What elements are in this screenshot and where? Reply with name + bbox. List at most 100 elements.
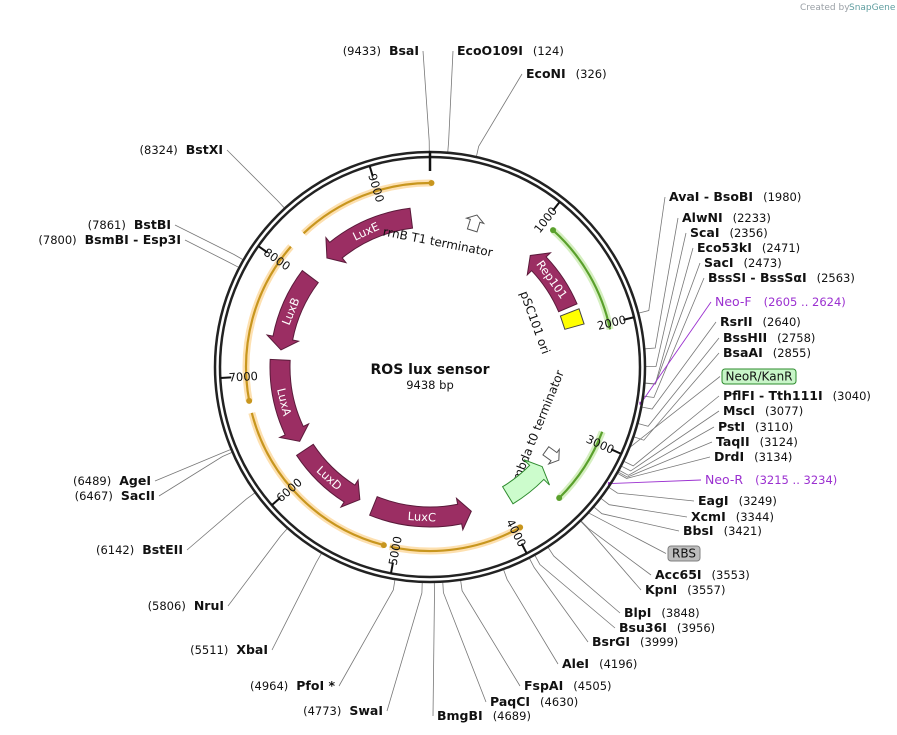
site-label-bsssi[interactable]: BssSI - BssSαI(2563) (708, 270, 855, 285)
site-label-rsrii[interactable]: RsrII(2640) (720, 314, 801, 329)
site-label-eco53ki[interactable]: Eco53kI (2471) (697, 240, 800, 255)
site-label-bmgbi[interactable]: BmgBI(4689) (437, 708, 531, 723)
site-name: SacI (704, 255, 734, 270)
outer-arc-arrow (556, 495, 563, 502)
site-leader (580, 521, 642, 591)
site-label-agei[interactable]: (6489)AgeI (73, 473, 151, 488)
site-label-bstxi[interactable]: (8324)BstXI (140, 142, 223, 157)
site-label-fspai[interactable]: FspAI (4505) (524, 678, 612, 693)
terminator-icon (542, 446, 560, 465)
site-name: DrdI (714, 449, 744, 464)
site-name: XcmI (691, 509, 726, 524)
feature-luxd (295, 443, 361, 509)
outer-arc (250, 412, 385, 547)
site-label-bsai[interactable]: (9433)BsaI (343, 43, 419, 58)
primer-leader (640, 301, 712, 404)
site-label-alei[interactable]: AleI(4196) (562, 656, 637, 671)
site-position: (7800) (38, 233, 76, 247)
site-position: (2471) (762, 241, 800, 255)
site-leader (621, 410, 720, 472)
site-leader (642, 321, 717, 410)
site-label-bsaai[interactable]: BsaAI(2855) (723, 345, 811, 360)
box-leader (587, 511, 667, 554)
site-label-taqii[interactable]: TaqII (3124) (716, 434, 798, 449)
site-label-bsteii[interactable]: (6142)BstEII (96, 542, 183, 557)
site-label-xcmi[interactable]: XcmI(3344) (691, 509, 774, 524)
site-name: BsmBI - Esp3I (85, 232, 181, 247)
outer-arc (244, 245, 292, 402)
site-leader (645, 262, 701, 385)
site-leader (227, 528, 288, 607)
feature-box[interactable] (667, 545, 701, 562)
site-label-paqci[interactable]: PaqCI(4630) (490, 694, 578, 709)
site-name: AgeI (119, 473, 151, 488)
site-label-msci[interactable]: MscI (3077) (723, 403, 803, 418)
site-label-bsshii[interactable]: BssHII(2758) (723, 330, 815, 345)
site-name: BsrGI (592, 634, 630, 649)
site-position: (3077) (765, 404, 803, 418)
site-name: AlwNI (682, 210, 723, 225)
primer-neo-f[interactable]: Neo-F(2605 .. 2624) (715, 294, 846, 309)
site-position: (4630) (540, 695, 578, 709)
site-leader (645, 217, 679, 350)
site-label-bstbi[interactable]: (7861)BstBI (88, 217, 171, 232)
site-position: (4505) (573, 679, 611, 693)
site-position: (3124) (760, 435, 798, 449)
site-leader (158, 452, 232, 497)
site-label-kpni[interactable]: KpnI(3557) (645, 582, 725, 597)
site-label-econi[interactable]: EcoNI(326) (526, 66, 607, 81)
outer-arc-arrow (380, 542, 387, 549)
site-label-xbai[interactable]: (5511)XbaI (190, 642, 268, 657)
site-leader (638, 337, 720, 427)
site-position: (1980) (763, 190, 801, 204)
site-label-bsmbi[interactable]: (7800) BsmBI - Esp3I (38, 232, 181, 247)
tick-mark (368, 165, 374, 177)
site-label-eagi[interactable]: EagI (3249) (698, 493, 777, 508)
tick-mark (610, 448, 622, 455)
site-label-psti[interactable]: PstI(3110) (718, 419, 793, 434)
site-leader (534, 555, 616, 629)
feature-box[interactable] (721, 368, 797, 385)
site-position: (3040) (833, 389, 871, 403)
site-name: Eco53kI (697, 240, 752, 255)
site-labels: EcoO109I(124) EcoNI(326) AvaI - BsoBI(1980… (38, 43, 871, 723)
site-label-blpi[interactable]: BlpI(3848) (624, 605, 700, 620)
site-label-bsu36i[interactable]: Bsu36I(3956) (619, 620, 715, 635)
site-name: PflFI - Tth111I (723, 388, 823, 403)
site-name: TaqII (716, 434, 750, 449)
site-label-bsrgi[interactable]: BsrGI(3999) (592, 634, 678, 649)
outer-arc-arrow (246, 397, 253, 404)
tick-mark (271, 497, 281, 506)
site-name: SwaI (349, 703, 383, 718)
site-position: (2473) (744, 256, 782, 270)
site-label-swai[interactable]: (4773)SwaI (303, 703, 383, 718)
site-label-nrui[interactable]: (5806)NruI (148, 598, 224, 613)
primer-range: (3215 .. 3234) (755, 473, 837, 487)
site-name: MscI (723, 403, 755, 418)
site-label-ecoo109i[interactable]: EcoO109I(124) (457, 43, 564, 58)
site-position: (3553) (712, 568, 750, 582)
site-name: BmgBI (437, 708, 483, 723)
site-label-sacii[interactable]: (6467)SacII (75, 488, 155, 503)
site-name: FspAI (524, 678, 563, 693)
site-label-scai[interactable]: ScaI(2356) (690, 225, 768, 240)
site-position: (3421) (724, 524, 762, 538)
site-label-bbsi[interactable]: BbsI(3421) (683, 523, 762, 538)
site-leader (594, 506, 680, 532)
site-label-avai[interactable]: AvaI - BsoBI(1980) (669, 189, 801, 204)
tick-mark (552, 201, 561, 212)
site-leader-lines (154, 50, 721, 717)
credit-brand: SnapGene (849, 3, 896, 13)
tick-mark (257, 245, 268, 254)
site-label-alwni[interactable]: AlwNI(2233) (682, 210, 771, 225)
site-label-saci[interactable]: SacI (2473) (704, 255, 782, 270)
site-label-acc65i[interactable]: Acc65I(3553) (655, 567, 750, 582)
site-label-drdi[interactable]: DrdI(3134) (714, 449, 792, 464)
site-label-pflfi[interactable]: PflFI - Tth111I (3040) (723, 388, 871, 403)
site-leader (154, 449, 231, 482)
site-label-pfoi[interactable]: (4964)PfoI * (250, 678, 335, 693)
site-name: EagI (698, 493, 729, 508)
feature-label: pSC101 ori (517, 289, 553, 356)
site-position: (3249) (739, 494, 777, 508)
primer-neo-r[interactable]: Neo-R(3215 .. 3234) (705, 472, 837, 487)
